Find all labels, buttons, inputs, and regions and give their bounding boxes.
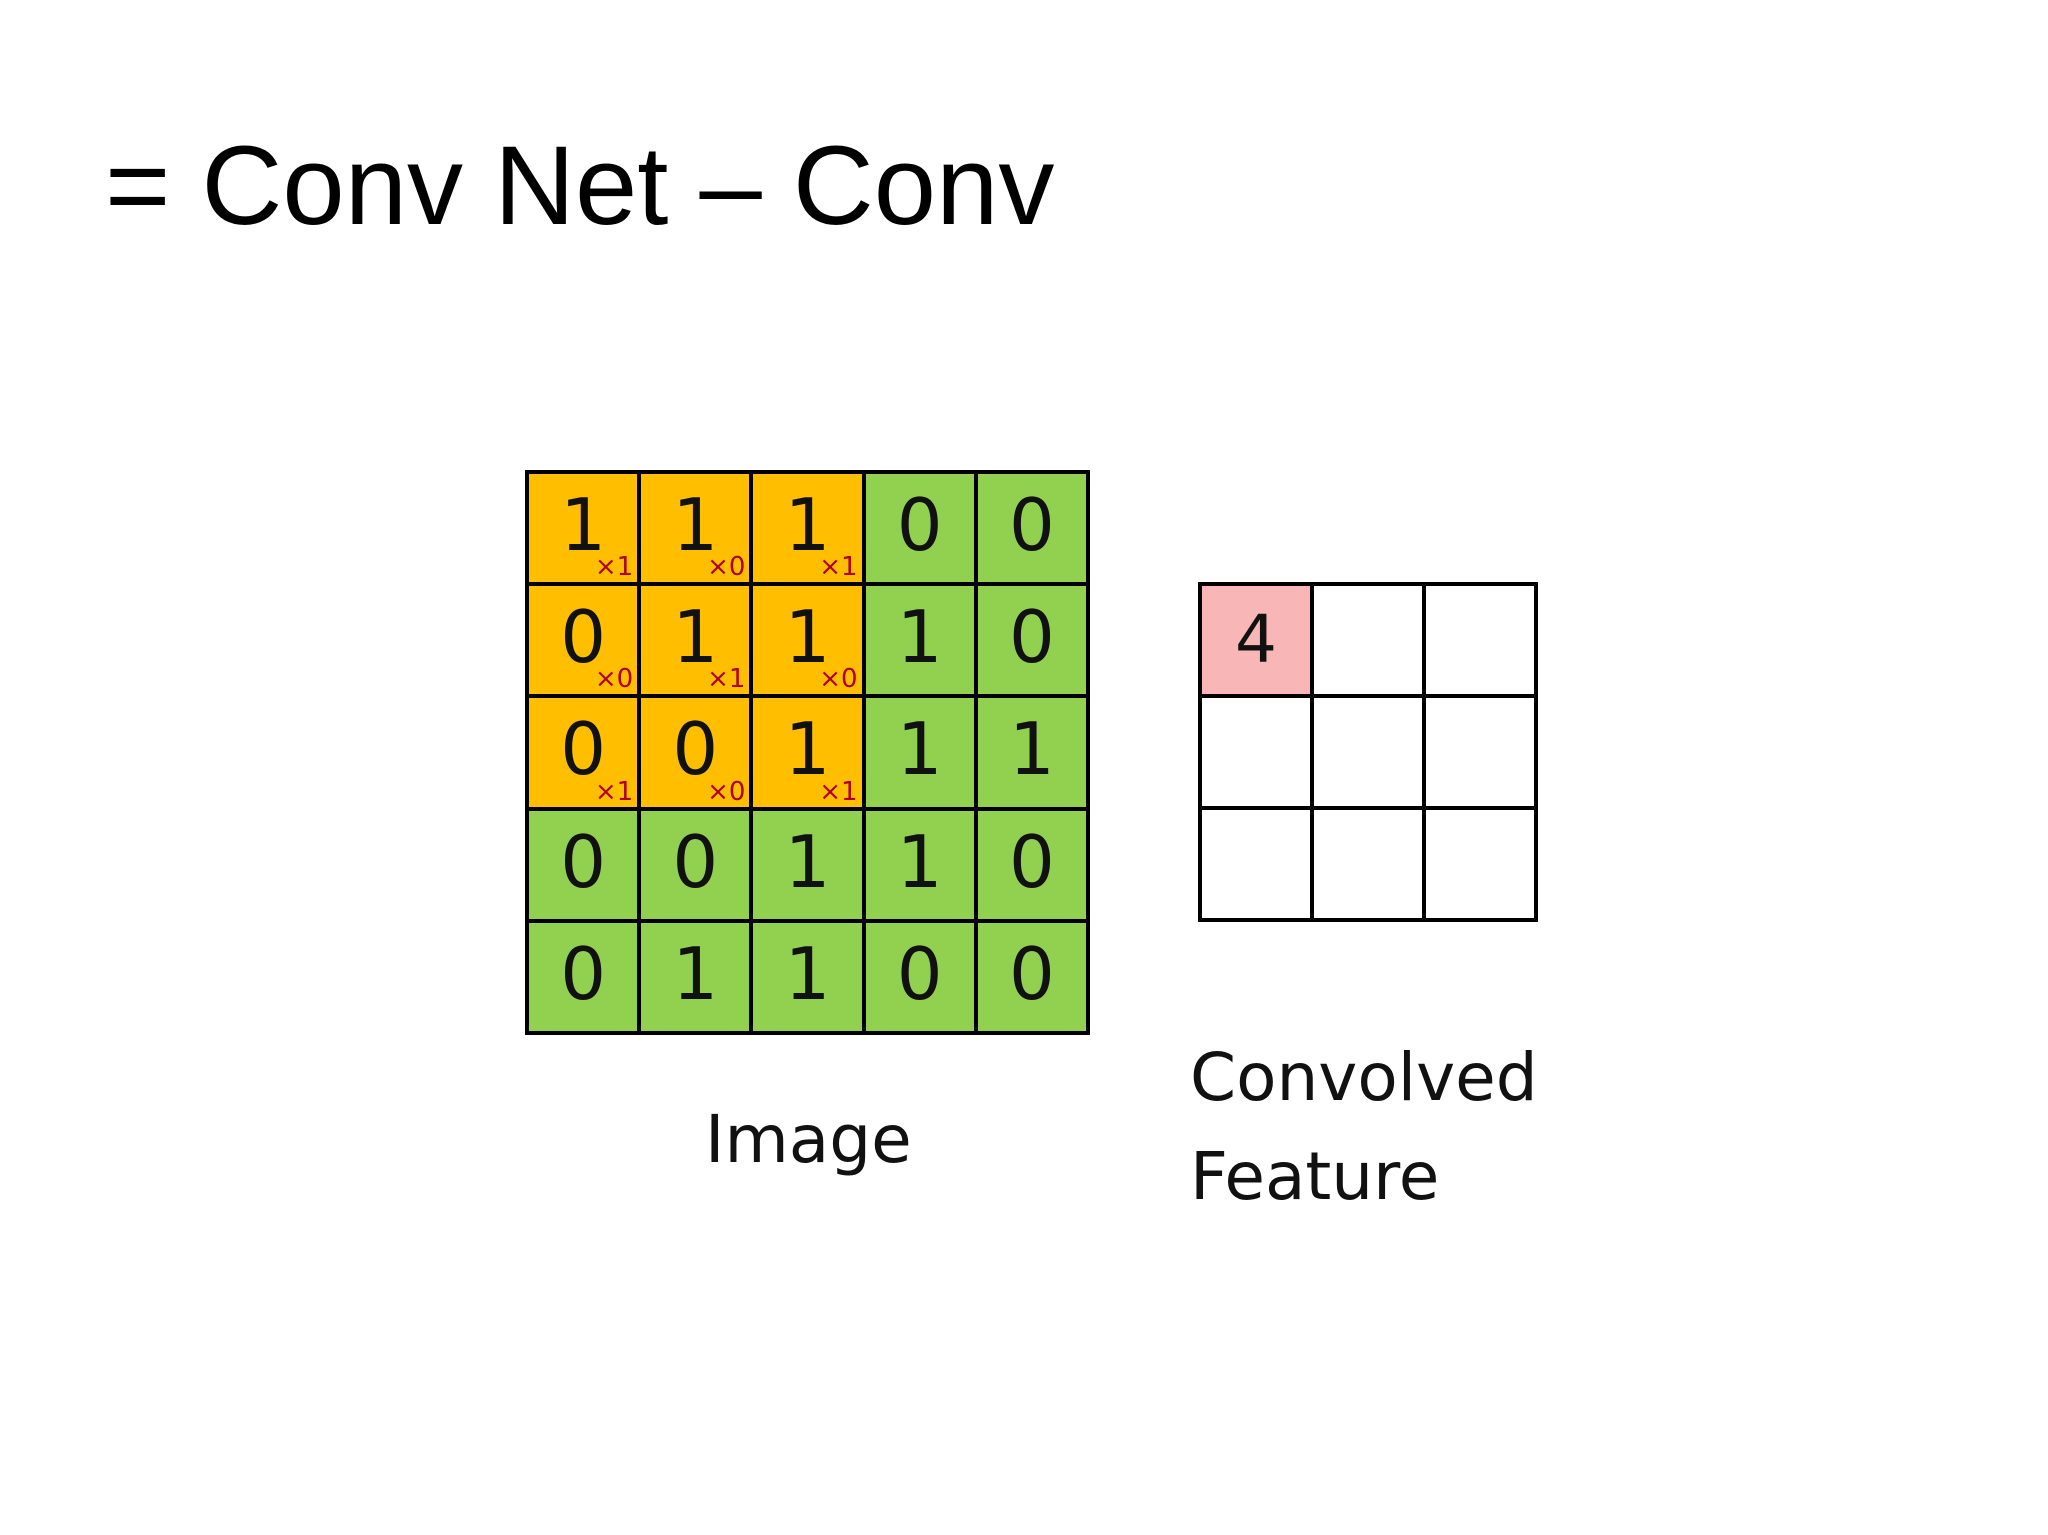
image-cell: 1 (751, 920, 864, 1033)
kernel-overlap-cell: 0×1 (527, 696, 640, 809)
cell-value: 1 (784, 595, 831, 680)
caption-line-1: Convolved (1190, 1039, 1538, 1116)
cell-value: 1 (672, 931, 719, 1016)
kernel-overlap-cell: 1×1 (639, 584, 752, 697)
slide-title: = Conv Net – Conv (105, 123, 1055, 248)
cell-value: 1 (560, 483, 606, 568)
cell-value: 0 (1008, 931, 1055, 1016)
output-cell (1424, 808, 1536, 920)
cell-value: 1 (784, 483, 831, 568)
image-cell: 0 (527, 920, 640, 1033)
cell-value: 1 (672, 483, 719, 568)
image-cell: 1 (751, 808, 864, 921)
cell-value: 1 (896, 595, 943, 680)
image-caption: Image (705, 1101, 912, 1178)
kernel-weight: ×0 (594, 664, 634, 695)
kernel-weight: ×1 (594, 552, 634, 583)
cell-value: 0 (672, 707, 719, 792)
cell-value: 1 (896, 707, 943, 792)
cell-value: 0 (672, 819, 719, 904)
kernel-weight: ×1 (819, 552, 858, 583)
cell-value: 1 (1008, 707, 1055, 792)
kernel-weight: ×1 (819, 776, 858, 807)
cell-value: 1 (784, 819, 831, 904)
output-cell (1200, 696, 1312, 808)
active-output-cell: 4 (1200, 584, 1312, 696)
cell-value: 0 (896, 483, 943, 568)
output-value: 4 (1235, 601, 1277, 678)
convolved-feature-caption: Convolved Feature (1190, 1028, 1538, 1226)
image-cell: 1 (863, 808, 976, 921)
cell-value: 1 (784, 931, 831, 1016)
image-cell: 0 (527, 808, 640, 921)
cell-value: 0 (1008, 819, 1055, 904)
kernel-overlap-cell: 1×1 (527, 472, 640, 585)
kernel-overlap-cell: 0×0 (527, 584, 640, 697)
image-cell: 0 (975, 472, 1088, 585)
kernel-weight: ×1 (594, 776, 634, 807)
cell-value: 0 (896, 931, 943, 1016)
kernel-overlap-cell: 0×0 (639, 696, 752, 809)
image-cell: 1 (639, 920, 752, 1033)
kernel-overlap-cell: 1×0 (639, 472, 752, 585)
output-cell (1312, 696, 1424, 808)
cell-value: 1 (896, 819, 943, 904)
image-cell: 0 (863, 472, 976, 585)
kernel-overlap-cell: 1×0 (751, 584, 864, 697)
kernel-overlap-cell: 1×1 (751, 472, 864, 585)
caption-line-2: Feature (1190, 1138, 1440, 1215)
image-cell: 1 (975, 696, 1088, 809)
cell-value: 0 (560, 707, 606, 792)
output-cell (1424, 696, 1536, 808)
cell-value: 1 (672, 595, 719, 680)
kernel-weight: ×0 (707, 776, 746, 807)
cell-value: 0 (560, 819, 606, 904)
kernel-weight: ×0 (707, 552, 746, 583)
image-cell: 0 (975, 808, 1088, 921)
cell-value: 1 (784, 707, 831, 792)
output-cell (1312, 584, 1424, 696)
convolved-feature-matrix: 4 (1198, 582, 1538, 922)
cell-value: 0 (1008, 595, 1055, 680)
output-cell (1200, 808, 1312, 920)
kernel-weight: ×1 (707, 664, 746, 695)
image-cell: 1 (863, 696, 976, 809)
image-cell: 1 (863, 584, 976, 697)
kernel-overlap-cell: 1×1 (751, 696, 864, 809)
output-cell (1312, 808, 1424, 920)
kernel-weight: ×0 (819, 664, 858, 695)
image-cell: 0 (639, 808, 752, 921)
cell-value: 0 (560, 931, 606, 1016)
output-cell (1424, 584, 1536, 696)
image-cell: 0 (975, 584, 1088, 697)
cell-value: 0 (1008, 483, 1055, 568)
image-cell: 0 (863, 920, 976, 1033)
cell-value: 0 (560, 595, 606, 680)
image-cell: 0 (975, 920, 1088, 1033)
